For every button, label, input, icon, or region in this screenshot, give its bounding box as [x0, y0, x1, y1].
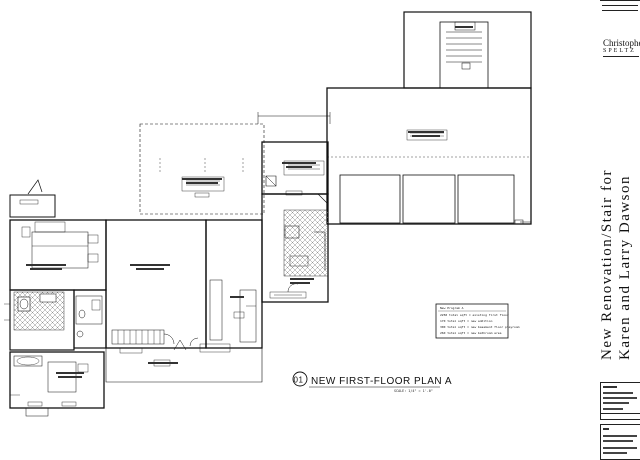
mudroom	[261, 193, 329, 303]
legend-line-1: 2250 total sqft = existing first floor	[440, 313, 509, 317]
project-title: New Renovation/Stair for Karen and Larry…	[596, 100, 640, 360]
plan-scale: SCALE: 1/4" = 1'-0"	[394, 389, 433, 393]
project-title-line1: New Renovation/Stair for	[599, 169, 615, 360]
dimension-line	[257, 112, 331, 124]
bedroom	[21, 221, 99, 269]
main-house	[9, 219, 263, 351]
room-labels	[26, 26, 473, 378]
upper-tower	[403, 11, 532, 89]
program-legend: New Program A 2250 total sqft = existing…	[435, 303, 520, 339]
bathrooms	[4, 291, 103, 338]
bottom-bedroom	[9, 351, 105, 417]
garage	[326, 87, 532, 225]
covered-porch	[139, 123, 265, 215]
title-divider	[603, 56, 639, 57]
entry-stoop	[9, 179, 56, 218]
title-block-top	[600, 0, 640, 15]
firm-sub: SPELTZ	[603, 48, 636, 54]
project-title-line2: Karen and Larry Dawson	[617, 174, 633, 360]
title-block-sheet	[600, 424, 640, 460]
legend-heading: New Program A	[440, 306, 464, 310]
legend-line-4: 260 total sqft = new bathroom area	[440, 331, 502, 335]
living-room	[111, 279, 257, 347]
plan-number: 01	[294, 376, 304, 385]
plan-title: NEW FIRST-FLOOR PLAN A	[311, 376, 452, 387]
title-block-info	[600, 382, 640, 420]
plan-title-block: 01 NEW FIRST-FLOOR PLAN A SCALE: 1/4" = …	[292, 371, 452, 393]
legend-line-3: 300 total sqft = new basement floor play…	[440, 325, 520, 329]
firm-name: Christophe	[603, 38, 640, 48]
front-deck	[105, 339, 263, 383]
stair-hall	[261, 141, 329, 205]
legend-line-2: 170 total sqft = new addition	[440, 319, 493, 323]
